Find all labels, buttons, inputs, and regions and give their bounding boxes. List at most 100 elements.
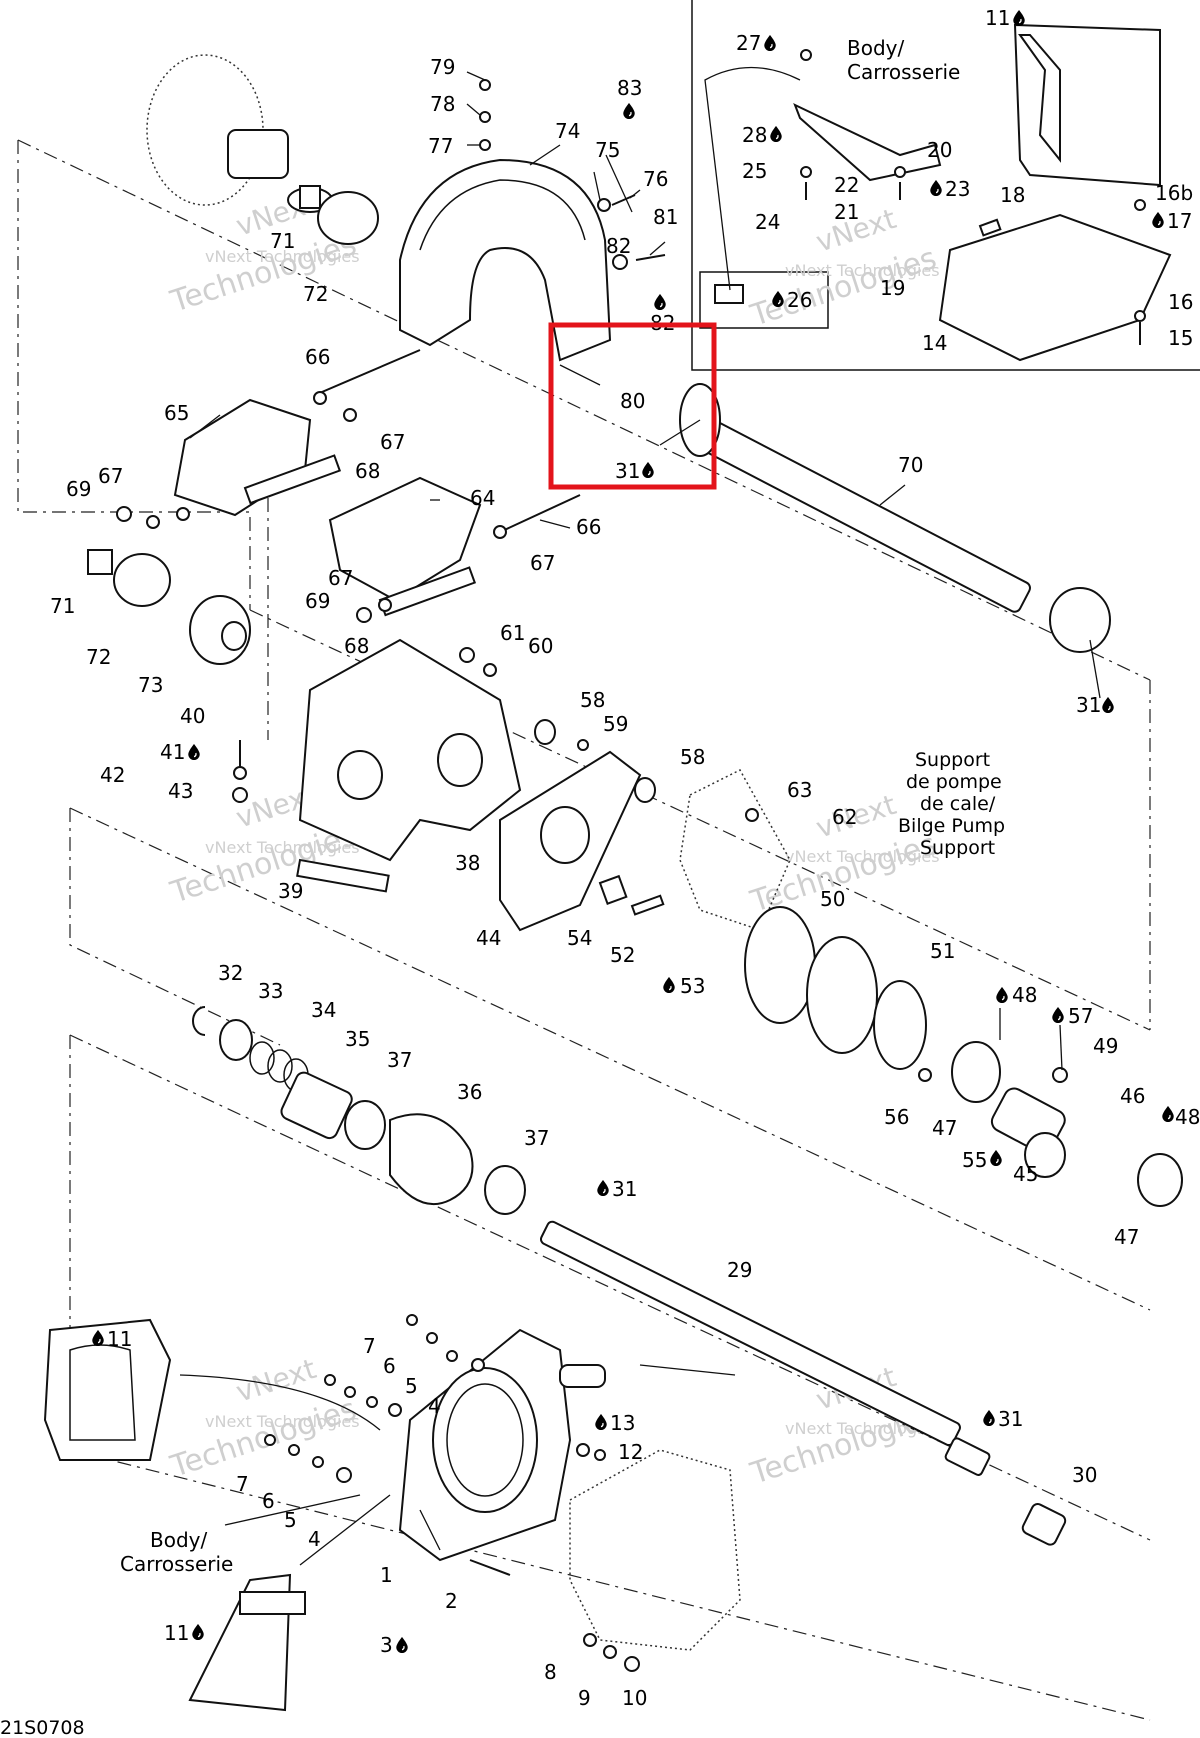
callout-77: 77	[428, 134, 453, 158]
jet-pump	[569, 1449, 741, 1651]
callout-18: 18	[1000, 183, 1025, 207]
svg-text:vNext Technologies: vNext Technologies	[205, 247, 360, 266]
callout-33: 33	[258, 979, 283, 1003]
callout-11c: 11	[985, 6, 1010, 30]
callout-76: 76	[643, 167, 668, 191]
callout-14: 14	[922, 331, 947, 355]
callout-65: 65	[164, 401, 189, 425]
callout-29: 29	[727, 1258, 752, 1282]
callout-2: 2	[445, 1589, 458, 1613]
callout-83: 83	[617, 76, 642, 100]
coupler-star-upper	[317, 191, 379, 245]
callout-61: 61	[500, 621, 525, 645]
nut-56	[918, 1068, 932, 1082]
callout-45: 45	[1013, 1162, 1038, 1186]
callout-72a: 72	[303, 282, 328, 306]
callout-26: 26	[787, 288, 812, 312]
circlip-32	[192, 1006, 206, 1036]
callout-67d: 67	[328, 566, 353, 590]
callout-50: 50	[820, 887, 845, 911]
ring-51	[873, 980, 927, 1070]
callout-11a: 11	[107, 1327, 132, 1351]
callout-68b: 68	[344, 634, 369, 658]
callout-51: 51	[930, 939, 955, 963]
callout-55: 55	[962, 1148, 987, 1172]
needle-bearing-46	[1024, 1132, 1066, 1178]
plate-14	[938, 213, 1172, 362]
callout-31a: 31	[615, 459, 640, 483]
callout-24: 24	[755, 210, 780, 234]
carbon-ring-33	[219, 1019, 253, 1061]
note-body-top: Body/Carrosserie	[847, 36, 960, 84]
drive-shaft-29	[539, 1220, 961, 1447]
callout-66a: 66	[305, 345, 330, 369]
callout-78: 78	[430, 92, 455, 116]
callout-47a: 47	[932, 1116, 957, 1140]
body-link-top	[704, 66, 801, 291]
callout-80: 80	[620, 389, 645, 413]
callout-49: 49	[1093, 1034, 1118, 1058]
bolt-66a	[314, 349, 421, 396]
clamp-37b	[484, 1165, 526, 1215]
callout-44: 44	[476, 926, 501, 950]
callout-28: 28	[742, 123, 767, 147]
callout-7b: 7	[236, 1472, 249, 1496]
callout-69a: 69	[66, 477, 91, 501]
callout-81: 81	[653, 205, 678, 229]
seal-50b	[806, 936, 878, 1054]
leader-lines	[189, 71, 1101, 1566]
sleeve-35	[280, 1071, 353, 1140]
callout-67a: 67	[380, 430, 405, 454]
callout-25: 25	[742, 159, 767, 183]
callout-59: 59	[603, 712, 628, 736]
sleeve-housing	[559, 1364, 606, 1388]
callout-6b: 6	[262, 1489, 275, 1513]
callout-74: 74	[555, 119, 580, 143]
callout-54: 54	[567, 926, 592, 950]
callout-13: 13	[610, 1411, 635, 1435]
callout-75: 75	[595, 138, 620, 162]
callout-37a: 37	[387, 1048, 412, 1072]
clamp-37a	[344, 1100, 386, 1150]
callout-42: 42	[100, 763, 125, 787]
sleeve-68a	[243, 454, 342, 505]
callout-20: 20	[927, 138, 952, 162]
callout-52: 52	[610, 943, 635, 967]
callout-38: 38	[455, 851, 480, 875]
callout-35: 35	[345, 1027, 370, 1051]
callout-17: 17	[1167, 209, 1192, 233]
callout-67c: 67	[530, 551, 555, 575]
callout-58a: 58	[580, 688, 605, 712]
callout-40: 40	[180, 704, 205, 728]
part-drawings	[43, 23, 1183, 1712]
clip-26	[714, 284, 744, 304]
callout-58b: 58	[680, 745, 705, 769]
callout-8: 8	[544, 1660, 557, 1684]
callout-67b: 67	[98, 464, 123, 488]
callout-53: 53	[680, 974, 705, 998]
callout-79: 79	[430, 55, 455, 79]
shaft-spline-end	[944, 1437, 991, 1476]
highlight-box	[548, 322, 717, 490]
callout-66b: 66	[576, 515, 601, 539]
callout-56: 56	[884, 1105, 909, 1129]
callout-71b: 71	[50, 594, 75, 618]
callout-69b: 69	[305, 589, 330, 613]
callout-6a: 6	[383, 1354, 396, 1378]
callout-82a: 82	[606, 234, 631, 258]
bracket-tab	[239, 1591, 306, 1615]
drive-shaft-70	[681, 411, 1031, 613]
callout-16: 16	[1168, 290, 1193, 314]
callout-22: 22	[834, 173, 859, 197]
callout-62: 62	[832, 805, 857, 829]
drive-shaft-cover	[399, 158, 612, 362]
callout-31d: 31	[998, 1407, 1023, 1431]
callout-31b: 31	[1076, 693, 1101, 717]
shim-39	[296, 858, 390, 893]
callout-48b: 48	[1175, 1105, 1200, 1129]
coupler-star-lower	[113, 553, 171, 607]
callout-72b: 72	[86, 645, 111, 669]
seal-50a	[744, 906, 816, 1024]
support-bracket	[173, 398, 312, 517]
